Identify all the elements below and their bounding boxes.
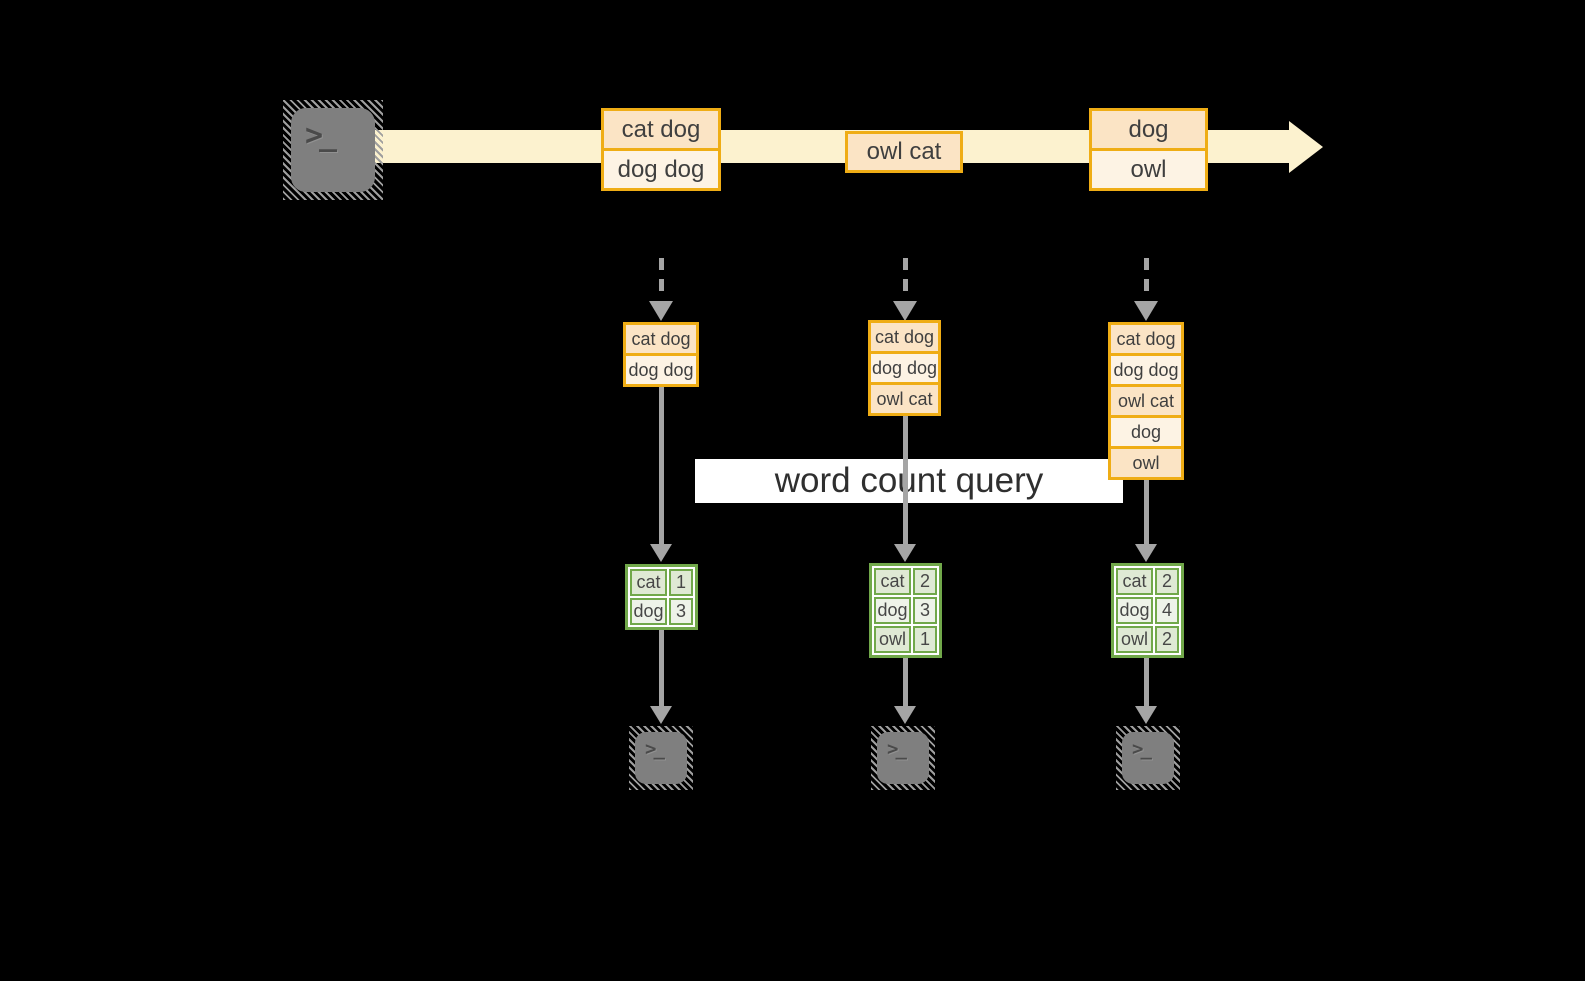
- result-table-3: cat 2 dog 4 owl 2: [1111, 563, 1184, 658]
- result-table-1: cat 1 dog 3: [625, 564, 698, 630]
- terminal-body: >_: [1122, 732, 1174, 784]
- terminal-prompt-icon: >_: [645, 738, 665, 760]
- stream-event-word: owl cat: [848, 134, 960, 170]
- stream-event-word: dog: [1092, 111, 1205, 148]
- result-count-cell: 2: [1155, 568, 1179, 595]
- ingest-arrow-dashed-2: [903, 258, 908, 300]
- result-word-cell: dog: [630, 598, 667, 625]
- result-word-cell: cat: [1116, 568, 1153, 595]
- state-row: cat dog: [1111, 325, 1181, 353]
- result-word-cell: dog: [1116, 597, 1153, 624]
- sink-arrowhead-icon-2: [894, 706, 916, 724]
- result-row: cat 1: [630, 569, 693, 596]
- ingest-arrow-dashed-3: [1144, 258, 1149, 300]
- state-row: dog: [1111, 415, 1181, 446]
- terminal-body: >_: [291, 108, 375, 192]
- stream-event-batch-3: dog owl: [1089, 108, 1208, 191]
- ingest-arrowhead-icon-2: [893, 301, 917, 321]
- sink-terminal-icon-1: >_: [629, 726, 693, 790]
- stream-arrowhead-icon: [1289, 121, 1323, 173]
- sink-arrow-3: [1144, 658, 1149, 706]
- result-word-cell: owl: [1116, 626, 1153, 653]
- stream-event-batch-1: cat dog dog dog: [601, 108, 721, 191]
- state-row: cat dog: [626, 325, 696, 353]
- result-count-cell: 3: [669, 598, 693, 625]
- result-count-cell: 3: [913, 597, 937, 624]
- query-flow-arrowhead-icon-1: [650, 544, 672, 562]
- result-row: dog 3: [874, 597, 937, 624]
- sink-arrowhead-icon-1: [650, 706, 672, 724]
- result-row: owl 2: [1116, 626, 1179, 653]
- sink-terminal-icon-3: >_: [1116, 726, 1180, 790]
- query-flow-arrowhead-icon-2: [894, 544, 916, 562]
- terminal-body: >_: [635, 732, 687, 784]
- ingest-arrowhead-icon-1: [649, 301, 673, 321]
- result-count-cell: 2: [913, 568, 937, 595]
- sink-terminal-icon-2: >_: [871, 726, 935, 790]
- result-word-cell: cat: [630, 569, 667, 596]
- state-buffer-2: cat dog dog dog owl cat: [868, 320, 941, 416]
- query-label: word count query: [774, 461, 1044, 500]
- query-label-banner: word count query: [695, 459, 1123, 503]
- terminal-prompt-icon: >_: [887, 738, 907, 760]
- state-row: owl: [1111, 446, 1181, 477]
- state-row: dog dog: [1111, 353, 1181, 384]
- stream-event-word: owl: [1092, 148, 1205, 188]
- result-row: owl 1: [874, 626, 937, 653]
- result-table-2: cat 2 dog 3 owl 1: [869, 563, 942, 658]
- state-row: owl cat: [871, 382, 938, 413]
- sink-arrow-2: [903, 658, 908, 706]
- terminal-body: >_: [877, 732, 929, 784]
- query-flow-arrow-1: [659, 386, 664, 544]
- sink-arrow-1: [659, 630, 664, 706]
- result-row: cat 2: [1116, 568, 1179, 595]
- result-count-cell: 2: [1155, 626, 1179, 653]
- stream-event-batch-2: owl cat: [845, 131, 963, 173]
- state-row: owl cat: [1111, 384, 1181, 415]
- stream-event-word: cat dog: [604, 111, 718, 148]
- state-buffer-3: cat dog dog dog owl cat dog owl: [1108, 322, 1184, 480]
- state-row: cat dog: [871, 323, 938, 351]
- result-row: dog 3: [630, 598, 693, 625]
- result-row: dog 4: [1116, 597, 1179, 624]
- result-word-cell: dog: [874, 597, 911, 624]
- result-count-cell: 1: [669, 569, 693, 596]
- ingest-arrow-dashed-1: [659, 258, 664, 300]
- query-flow-arrow-2: [903, 414, 908, 544]
- state-row: dog dog: [626, 353, 696, 384]
- query-flow-arrow-3: [1144, 478, 1149, 544]
- state-buffer-1: cat dog dog dog: [623, 322, 699, 387]
- result-count-cell: 1: [913, 626, 937, 653]
- ingest-arrowhead-icon-3: [1134, 301, 1158, 321]
- source-terminal-icon: >_: [283, 100, 383, 200]
- state-row: dog dog: [871, 351, 938, 382]
- terminal-prompt-icon: >_: [305, 118, 337, 153]
- terminal-prompt-icon: >_: [1132, 738, 1152, 760]
- result-word-cell: cat: [874, 568, 911, 595]
- stream-event-word: dog dog: [604, 148, 718, 188]
- query-flow-arrowhead-icon-3: [1135, 544, 1157, 562]
- result-row: cat 2: [874, 568, 937, 595]
- sink-arrowhead-icon-3: [1135, 706, 1157, 724]
- result-count-cell: 4: [1155, 597, 1179, 624]
- result-word-cell: owl: [874, 626, 911, 653]
